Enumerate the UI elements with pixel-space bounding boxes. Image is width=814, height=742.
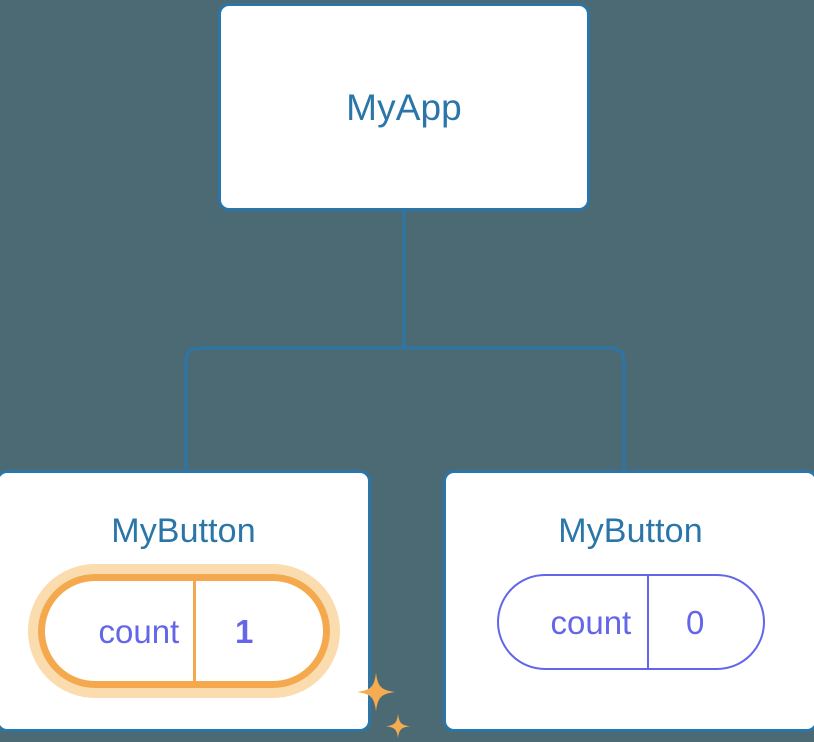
state-pill-count-right[interactable]: count 0 — [496, 574, 765, 670]
node-title-myapp: MyApp — [346, 86, 462, 128]
sparkle-group — [356, 673, 410, 738]
state-pill-divider-left — [193, 581, 197, 681]
state-pill-divider-right — [647, 576, 650, 668]
state-pill-label-right: count — [550, 603, 632, 641]
node-title-mybutton-left: MyButton — [111, 512, 256, 550]
state-pill-value-right: 0 — [686, 603, 705, 641]
node-myapp[interactable]: MyApp — [218, 3, 590, 211]
node-title-mybutton-right: MyButton — [558, 512, 703, 550]
connector-branch-bar — [184, 346, 626, 470]
state-pill-wrap-left: count 1 — [27, 564, 410, 738]
node-mybutton-left[interactable]: MyButton count 1 — [0, 470, 410, 738]
sparkle-icon-small — [385, 714, 410, 738]
state-pill-glow — [27, 564, 340, 698]
sparkle-icon-large — [356, 673, 395, 711]
state-pill-count-left[interactable]: count 1 — [37, 574, 330, 688]
state-pill-label-left: count — [98, 612, 180, 650]
state-pill-wrap-right: count 0 — [496, 574, 765, 670]
node-mybutton-right[interactable]: MyButton count 0 — [443, 470, 814, 732]
state-pill-value-left: 1 — [235, 612, 254, 650]
